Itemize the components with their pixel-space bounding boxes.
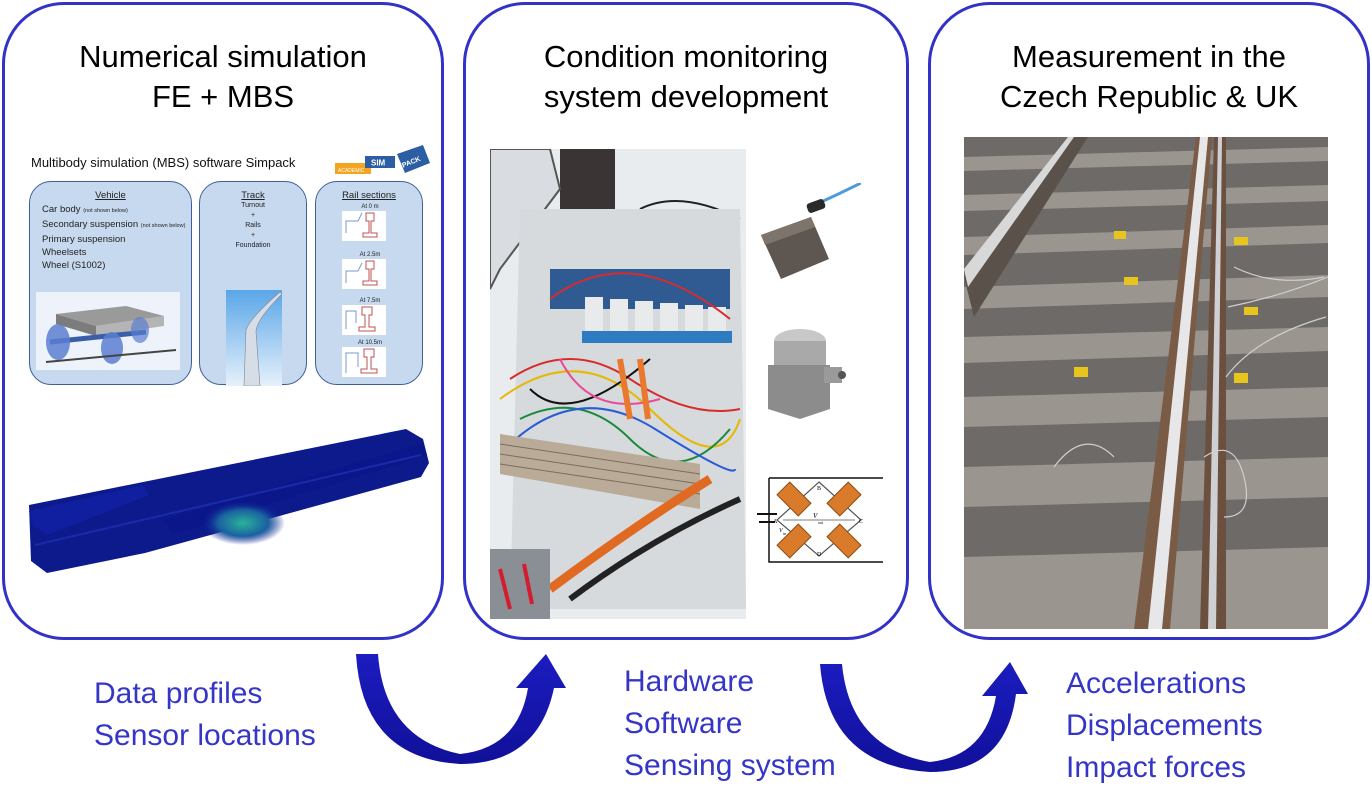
track-items: Turnout + Rails + Foundation: [200, 201, 306, 251]
caption-measurement-outputs: Accelerations Displacements Impact force…: [1066, 663, 1263, 789]
svg-text:V: V: [813, 512, 818, 520]
caption-line: Accelerations: [1066, 667, 1247, 700]
svg-text:D: D: [817, 552, 822, 558]
caption-line: Data profiles: [94, 677, 263, 710]
turnout-model-image: [226, 290, 282, 386]
rail-sections-title: Rail sections: [342, 190, 396, 201]
caption-line: Hardware: [624, 665, 755, 698]
panel-title: Numerical simulation FE + MBS: [5, 37, 441, 117]
svg-text:B: B: [817, 486, 821, 492]
vehicle-item: Wheel (S1002): [42, 260, 106, 271]
mbs-heading: Multibody simulation (MBS) software Simp…: [31, 155, 296, 170]
rail-profile-icon: [342, 305, 386, 335]
rail-profile-icon: [342, 211, 386, 241]
track-item: +: [250, 212, 256, 219]
title-line: Numerical simulation: [79, 39, 367, 74]
rail-profile-icon: [342, 347, 386, 377]
turnout-track-photo: [964, 137, 1328, 629]
svg-text:V: V: [779, 528, 784, 534]
mbs-slide-image: Multibody simulation (MBS) software Simp…: [27, 145, 430, 390]
title-line: system development: [543, 79, 829, 114]
svg-text:C: C: [859, 519, 863, 525]
panel-numerical-simulation: Numerical simulation FE + MBS Multibody …: [2, 2, 444, 640]
vehicle-item: Wheelsets: [42, 247, 87, 258]
rail-section: At 2.5m: [342, 252, 398, 294]
track-item: +: [250, 232, 256, 239]
svg-text:ACADEMIC: ACADEMIC: [338, 168, 365, 174]
caption-line: Impact forces: [1066, 751, 1247, 784]
fe-rail-model-image: [29, 429, 429, 573]
rail-section: At 10.5m: [342, 340, 398, 382]
vehicle-box: Vehicle Car body (not shown below) Secon…: [29, 181, 192, 385]
vehicle-item: Primary suspension: [42, 234, 126, 245]
vehicle-item: Car body (not shown below): [42, 204, 128, 215]
flow-arrow-icon: [356, 654, 566, 764]
caption-simulation-outputs: Data profiles Sensor locations: [94, 673, 316, 757]
rail-profile-icon: [342, 259, 386, 289]
track-item: Turnout: [241, 202, 265, 209]
caption-line: Displacements: [1066, 709, 1263, 742]
track-box: Track Turnout + Rails + Foundation: [199, 181, 307, 386]
panel-condition-monitoring: Condition monitoring system development: [463, 2, 909, 640]
svg-text:in: in: [783, 531, 786, 536]
vehicle-list: Car body (not shown below) Secondary sus…: [42, 203, 191, 272]
caption-line: Sensing system: [624, 749, 836, 782]
title-line: FE + MBS: [151, 79, 295, 114]
panel-title: Measurement in the Czech Republic & UK: [931, 37, 1367, 117]
caption-line: Sensor locations: [94, 719, 316, 752]
vehicle-item: Secondary suspension (not shown below): [42, 219, 186, 230]
title-line: Czech Republic & UK: [999, 79, 1299, 114]
track-item: Foundation: [235, 242, 271, 249]
monitoring-cabinet-photo: [490, 149, 746, 619]
title-line: Measurement in the: [1012, 39, 1286, 74]
rail-sections-box: Rail sections At 0 m At 2.5m At 7.5m At …: [315, 181, 423, 385]
svg-text:A: A: [773, 519, 778, 525]
panel-measurement: Measurement in the Czech Republic & UK: [928, 2, 1370, 640]
panel-title: Condition monitoring system development: [466, 37, 906, 117]
simpack-logo: ACADEMIC SIM PACK: [335, 145, 430, 174]
vehicle-title: Vehicle: [95, 190, 126, 201]
caption-line: Software: [624, 707, 743, 740]
caption-monitoring-outputs: Hardware Software Sensing system: [624, 661, 836, 787]
svg-text:SIM: SIM: [371, 159, 386, 168]
track-item: Rails: [245, 222, 261, 229]
flow-arrow-icon: [820, 662, 1028, 772]
strain-gauge-bridge-diagram: A C B D V out V in: [755, 468, 883, 573]
dytran-accelerometer-image: [768, 329, 846, 419]
title-line: Condition monitoring: [543, 39, 829, 74]
rail-section: At 7.5m: [342, 298, 398, 340]
rail-section: At 0 m: [342, 204, 398, 246]
track-title: Track: [241, 190, 265, 201]
pcb-accelerometer-image: [761, 183, 861, 279]
bogie-model-image: [36, 292, 180, 370]
svg-text:out: out: [818, 520, 824, 525]
